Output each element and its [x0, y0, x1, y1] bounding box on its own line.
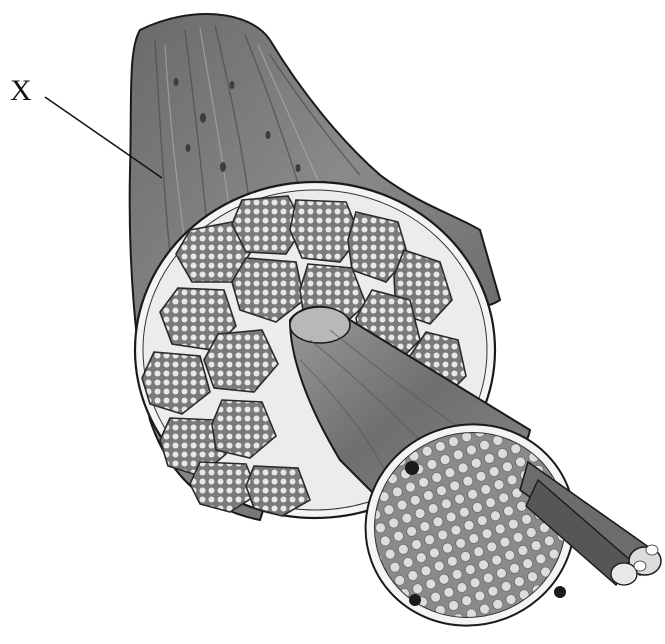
label-x: X [10, 74, 32, 107]
